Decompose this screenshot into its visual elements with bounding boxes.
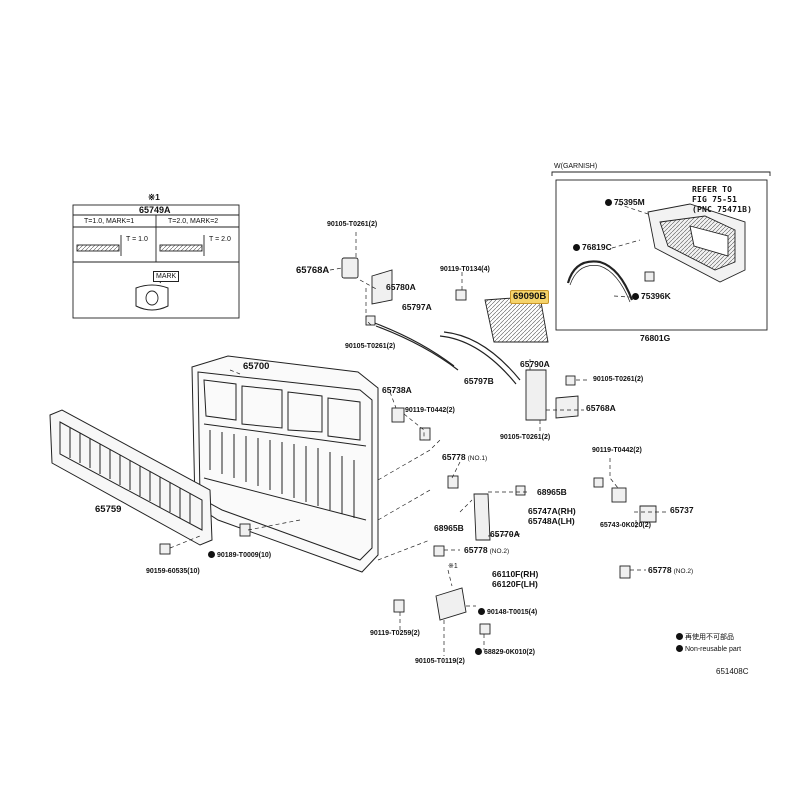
- part-90148-T0015[interactable]: 90148-T0015(4): [478, 608, 537, 616]
- part-76819C[interactable]: 76819C: [573, 243, 612, 252]
- part-65737[interactable]: 65737: [670, 505, 694, 515]
- cables: [371, 321, 521, 385]
- inset-part-number[interactable]: 65749A: [139, 205, 171, 215]
- part-69090B-highlighted[interactable]: 69090B: [510, 290, 550, 304]
- refer-line-1: REFER TO: [692, 185, 733, 194]
- non-reusable-icon: [478, 608, 485, 615]
- part-90105-T0119[interactable]: 90105-T0119(2): [415, 658, 465, 665]
- legend: 再使用不可部品 Non-reusable part: [676, 633, 741, 653]
- non-reusable-icon: [208, 551, 215, 558]
- part-90159-60535[interactable]: 90159-60535(10): [146, 568, 200, 575]
- inset-col1-header: T=1.0, MARK=1: [84, 218, 135, 225]
- non-reusable-icon: [676, 633, 683, 640]
- part-90105-T0261-c[interactable]: 90105-T0261(2): [593, 376, 644, 383]
- part-65743-0K020[interactable]: 65743-0K020(2): [600, 522, 651, 529]
- part-65778-no2-a[interactable]: 65778(NO.2): [464, 545, 510, 555]
- legend-jp: 再使用不可部品: [676, 633, 741, 641]
- part-90105-T0261-b[interactable]: 90105-T0261(2): [345, 343, 396, 350]
- ref-mark-1: ※1: [448, 563, 458, 570]
- footer-code: 651408C: [716, 667, 749, 676]
- refer-line-2[interactable]: FIG 75-51: [692, 195, 738, 204]
- part-75396K[interactable]: 75396K: [632, 292, 671, 301]
- inset-thickness-1: T = 1.0: [126, 236, 148, 243]
- non-reusable-icon: [573, 244, 580, 251]
- part-65778-no1[interactable]: 65778(NO.1): [442, 452, 488, 462]
- part-65738A[interactable]: 65738A: [382, 385, 412, 395]
- inset-garnish: [551, 171, 771, 331]
- refer-line-3[interactable]: (PNC 75471B): [692, 205, 753, 214]
- non-reusable-icon: [605, 199, 612, 206]
- inset-mark-label: MARK: [153, 271, 180, 282]
- part-76801G[interactable]: 76801G: [640, 333, 671, 343]
- part-65747A-RH[interactable]: 65747A(RH): [528, 506, 576, 516]
- part-65790A[interactable]: 65790A: [520, 359, 550, 369]
- part-90119-T0442-b[interactable]: 90119-T0442(2): [592, 447, 642, 454]
- non-reusable-icon: [475, 648, 482, 655]
- part-65759[interactable]: 65759: [95, 504, 122, 515]
- part-65797B[interactable]: 65797B: [464, 376, 494, 386]
- leader-lines: [169, 203, 666, 656]
- part-90189-T0009[interactable]: 90189-T0009(10): [208, 551, 271, 559]
- part-66110F-RH[interactable]: 66110F(RH): [492, 569, 539, 579]
- part-65748A-LH[interactable]: 65748A(LH): [528, 516, 575, 526]
- part-90105-T0261-d[interactable]: 90105-T0261(2): [500, 434, 551, 441]
- inset-col2-header: T=2.0, MARK=2: [168, 218, 219, 225]
- part-68829-0K010[interactable]: 68829-0K010(2): [475, 648, 535, 656]
- part-68965B-a[interactable]: 68965B: [537, 487, 567, 497]
- small-parts: [159, 257, 657, 635]
- non-reusable-icon: [676, 645, 683, 652]
- part-65700[interactable]: 65700: [243, 361, 270, 372]
- grille-panel-65759: [49, 409, 213, 546]
- garnish-title: W(GARNISH): [554, 163, 598, 170]
- part-65770A[interactable]: 65770A: [490, 529, 520, 539]
- part-66120F-LH[interactable]: 66120F(LH): [492, 579, 538, 589]
- inset-thickness-2: T = 2.0: [209, 236, 231, 243]
- tailgate-shell-65700: [191, 355, 379, 573]
- part-68965B-b[interactable]: 68965B: [434, 523, 464, 533]
- part-65797A[interactable]: 65797A: [402, 302, 432, 312]
- part-90119-T0134[interactable]: 90119-T0134(4): [440, 266, 490, 273]
- part-65778-no2-b[interactable]: 65778(NO.2): [648, 565, 694, 575]
- part-75395M[interactable]: 75395M: [605, 198, 645, 207]
- part-90119-T0442-a[interactable]: 90119-T0442(2): [405, 407, 455, 414]
- part-90105-T0261-a[interactable]: 90105-T0261(2): [327, 221, 378, 228]
- part-65768A-b[interactable]: 65768A: [586, 403, 616, 413]
- part-65768A-a[interactable]: 65768A: [296, 265, 330, 276]
- non-reusable-icon: [632, 293, 639, 300]
- part-65780A[interactable]: 65780A: [386, 282, 416, 292]
- legend-en: Non-reusable part: [676, 645, 741, 653]
- part-90119-T0259[interactable]: 90119-T0259(2): [370, 630, 420, 637]
- inset-ref-mark: ※1: [148, 192, 160, 202]
